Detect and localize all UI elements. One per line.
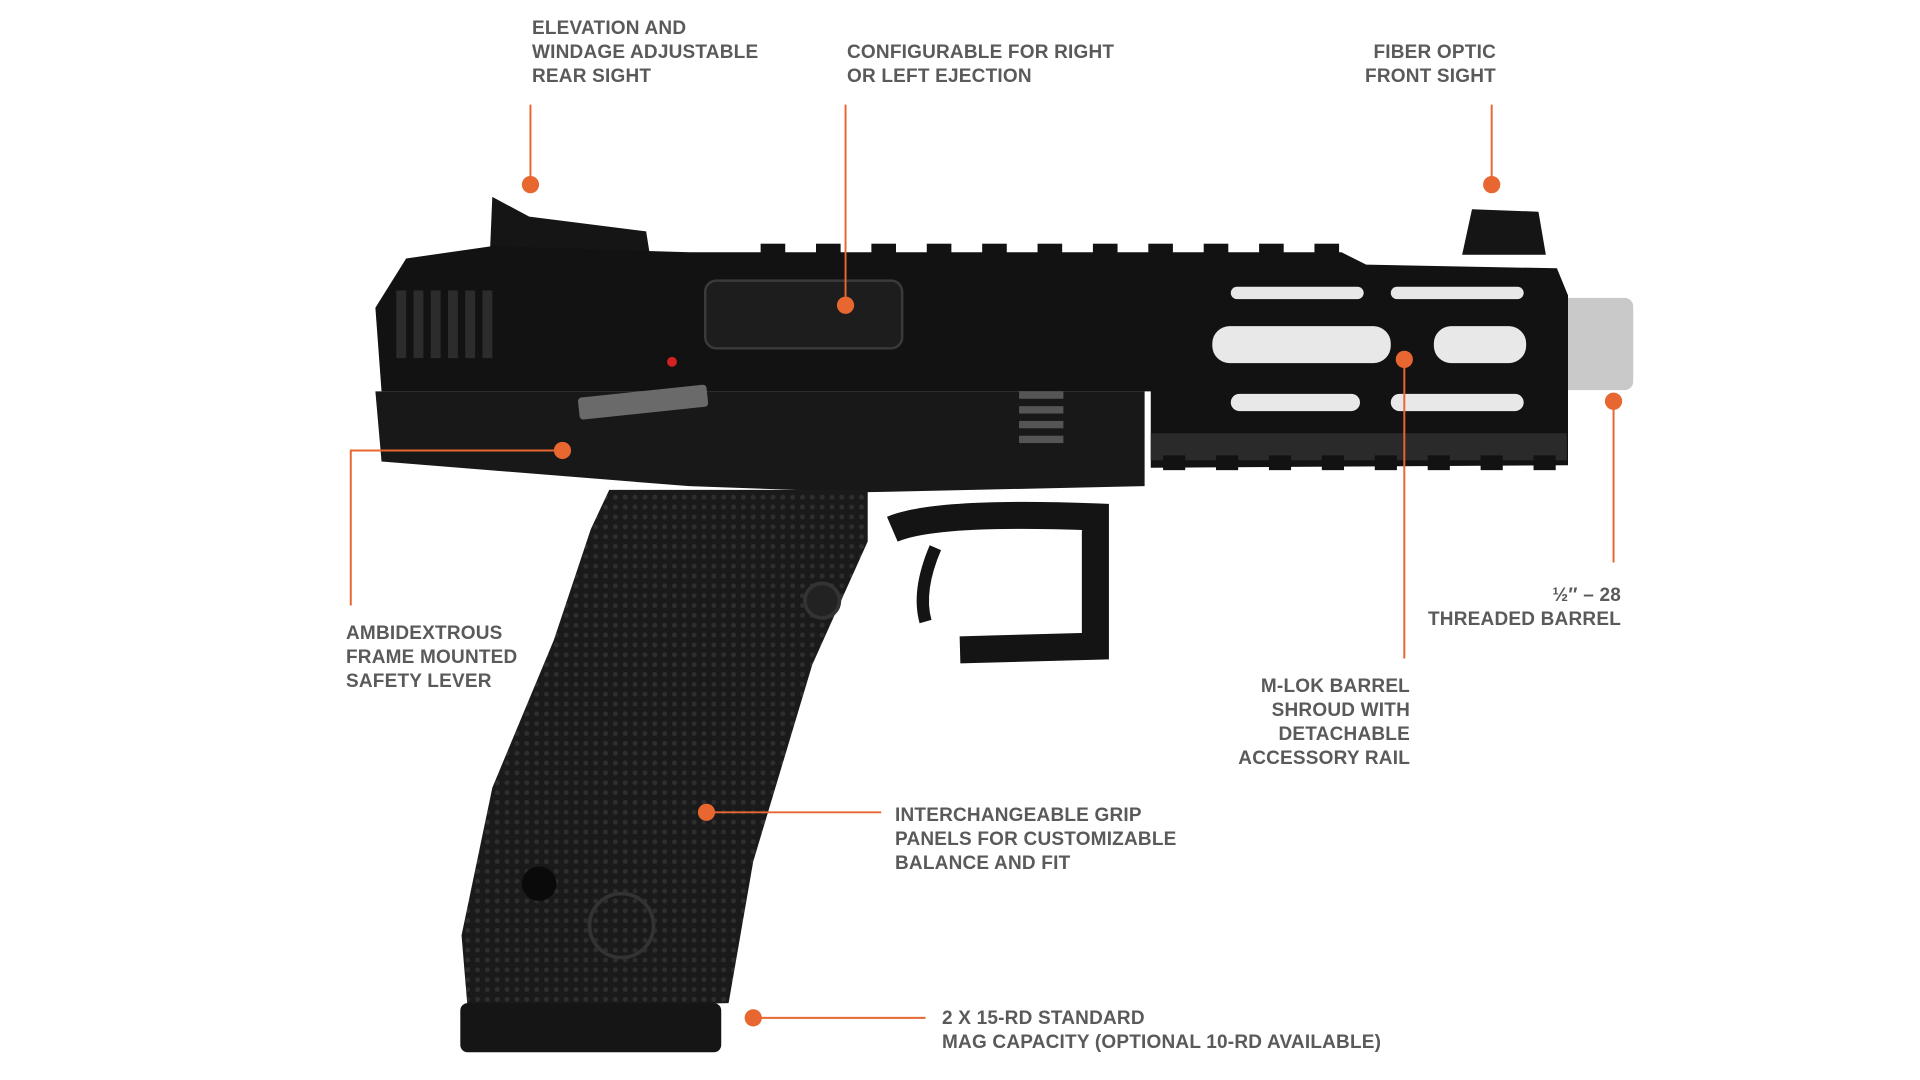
- callout-text: REAR SIGHT: [532, 66, 652, 87]
- callout-text: M-LOK BARREL: [1260, 676, 1410, 697]
- callout-text: FIBER OPTIC: [1373, 42, 1496, 63]
- callout-text: MAG CAPACITY (OPTIONAL 10-RD AVAILABLE): [942, 1032, 1382, 1053]
- callout-magazine: 2 X 15-RD STANDARD MAG CAPACITY (OPTIONA…: [942, 1007, 1381, 1055]
- callout-text: SAFETY LEVER: [346, 671, 492, 692]
- callout-text: DETACHABLE: [1278, 724, 1410, 745]
- callout-threaded-barrel: ½″ – 28 THREADED BARREL: [1428, 584, 1621, 632]
- pistol-image: [375, 196, 1634, 1053]
- callout-front-sight: FIBER OPTIC FRONT SIGHT: [1365, 41, 1496, 89]
- callout-text: ELEVATION AND: [532, 18, 687, 39]
- callout-text: AMBIDEXTROUS: [346, 623, 503, 644]
- callout-dots: [521, 176, 1623, 1027]
- callout-ejection: CONFIGURABLE FOR RIGHT OR LEFT EJECTION: [847, 41, 1114, 89]
- callout-text: 2 X 15-RD STANDARD: [942, 1008, 1145, 1029]
- callout-text: BALANCE AND FIT: [895, 853, 1071, 874]
- callout-text: INTERCHANGEABLE GRIP: [895, 805, 1142, 826]
- callout-text: THREADED BARREL: [1428, 609, 1621, 630]
- callout-text: SHROUD WITH: [1271, 700, 1410, 721]
- callout-text: OR LEFT EJECTION: [847, 66, 1032, 87]
- callout-safety-lever: AMBIDEXTROUS FRAME MOUNTED SAFETY LEVER: [346, 622, 517, 694]
- callout-grip-panels: INTERCHANGEABLE GRIP PANELS FOR CUSTOMIZ…: [895, 804, 1177, 876]
- callout-text: FRONT SIGHT: [1365, 66, 1496, 87]
- callout-text: PANELS FOR CUSTOMIZABLE: [895, 829, 1177, 850]
- callout-lines: [349, 104, 1615, 1019]
- callout-text: CONFIGURABLE FOR RIGHT: [847, 42, 1115, 63]
- callout-text: ACCESSORY RAIL: [1238, 748, 1410, 769]
- callout-mlok-shroud: M-LOK BARREL SHROUD WITH DETACHABLE ACCE…: [1238, 675, 1410, 771]
- callout-text: FRAME MOUNTED: [346, 647, 518, 668]
- callout-rear-sight: ELEVATION AND WINDAGE ADJUSTABLE REAR SI…: [532, 17, 758, 89]
- callout-text: ½″ – 28: [1552, 585, 1621, 606]
- callout-text: WINDAGE ADJUSTABLE: [532, 42, 759, 63]
